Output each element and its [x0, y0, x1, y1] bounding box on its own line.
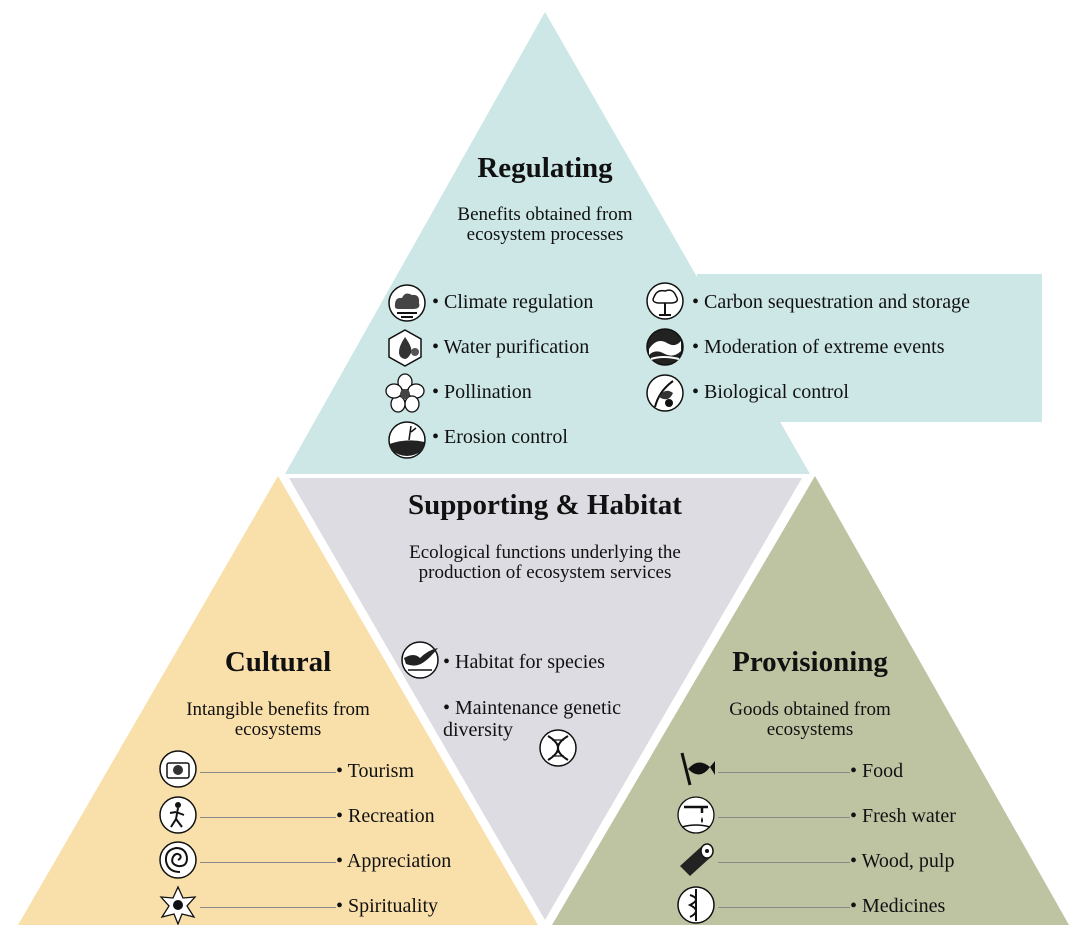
- cultural-connector-recreation: [200, 817, 336, 818]
- provisioning-connector-wood: [718, 862, 850, 863]
- regulating-item-climate: • Climate regulation: [432, 291, 594, 313]
- supporting-triangle: [289, 478, 802, 920]
- ladybug-icon: [645, 373, 685, 413]
- hiker-icon: [158, 795, 198, 835]
- soil-icon: [387, 420, 427, 460]
- supporting-item-genetic-line2: diversity: [443, 719, 513, 741]
- provisioning-item-wood: • Wood, pulp: [850, 850, 955, 872]
- regulating-item-extreme-events: • Moderation of extreme events: [692, 336, 945, 358]
- regulating-subtitle: Benefits obtained from ecosystem process…: [380, 205, 710, 245]
- provisioning-connector-medicines: [718, 907, 850, 908]
- provisioning-connector-fresh-water: [718, 817, 850, 818]
- provisioning-subtitle-line1: Goods obtained from: [729, 699, 891, 720]
- provisioning-subtitle-line2: ecosystems: [766, 719, 854, 740]
- regulating-item-erosion: • Erosion control: [432, 426, 568, 448]
- provisioning-item-medicines: • Medicines: [850, 895, 946, 917]
- cultural-title: Cultural: [224, 646, 332, 678]
- cultural-triangle: [18, 476, 538, 925]
- caduceus-icon: [676, 885, 716, 925]
- cultural-item-tourism: • Tourism: [336, 760, 415, 782]
- cultural-connector-tourism: [200, 772, 336, 773]
- cultural-item-appreciation: • Appreciation: [336, 850, 452, 872]
- camera-icon: [158, 749, 198, 789]
- cultural-subtitle-line2: ecosystems: [234, 719, 322, 740]
- cultural-connector-spirituality: [200, 907, 336, 908]
- tap-icon: [676, 795, 716, 835]
- supporting-item-genetic-line1: • Maintenance genetic: [443, 697, 622, 719]
- supporting-item-genetic: • Maintenance genetic diversity: [443, 697, 621, 741]
- cultural-connector-appreciation: [200, 862, 336, 863]
- regulating-item-pollination: • Pollination: [432, 381, 532, 403]
- tree-icon: [645, 281, 685, 321]
- supporting-subtitle-line1: Ecological functions underlying the: [409, 542, 681, 563]
- provisioning-title: Provisioning: [732, 646, 888, 678]
- regulating-extension: [697, 274, 1042, 422]
- spiral-icon: [158, 840, 198, 880]
- provisioning-item-fresh-water: • Fresh water: [850, 805, 956, 827]
- cultural-item-recreation: • Recreation: [336, 805, 435, 827]
- cultural-subtitle-line1: Intangible benefits from: [186, 699, 370, 720]
- cultural-item-spirituality: • Spirituality: [336, 895, 439, 917]
- wave-icon: [645, 327, 685, 367]
- water-drop-icon: [385, 328, 425, 368]
- regulating-subtitle-line1: Benefits obtained from: [457, 204, 633, 225]
- supporting-title: Supporting & Habitat: [408, 489, 682, 521]
- bird-icon: [400, 640, 440, 680]
- provisioning-connector-food: [718, 772, 850, 773]
- regulating-item-biological-control: • Biological control: [692, 381, 849, 403]
- provisioning-subtitle: Goods obtained from ecosystems: [680, 700, 940, 740]
- supporting-item-habitat: • Habitat for species: [443, 651, 605, 673]
- fish-icon: [676, 749, 716, 789]
- supporting-subtitle: Ecological functions underlying the prod…: [345, 543, 745, 583]
- provisioning-item-food: • Food: [850, 760, 904, 782]
- flower-icon: [385, 373, 425, 413]
- regulating-item-water-purification: • Water purification: [432, 336, 590, 358]
- regulating-item-carbon: • Carbon sequestration and storage: [692, 291, 971, 313]
- cultural-subtitle: Intangible benefits from ecosystems: [148, 700, 408, 740]
- cloud-icon: [387, 283, 427, 323]
- regulating-subtitle-line2: ecosystem processes: [466, 224, 624, 245]
- log-icon: [676, 840, 716, 880]
- supporting-subtitle-line2: production of ecosystem services: [418, 562, 672, 583]
- dna-icon: [538, 728, 578, 768]
- regulating-title: Regulating: [477, 152, 613, 184]
- lotus-icon: [158, 885, 198, 925]
